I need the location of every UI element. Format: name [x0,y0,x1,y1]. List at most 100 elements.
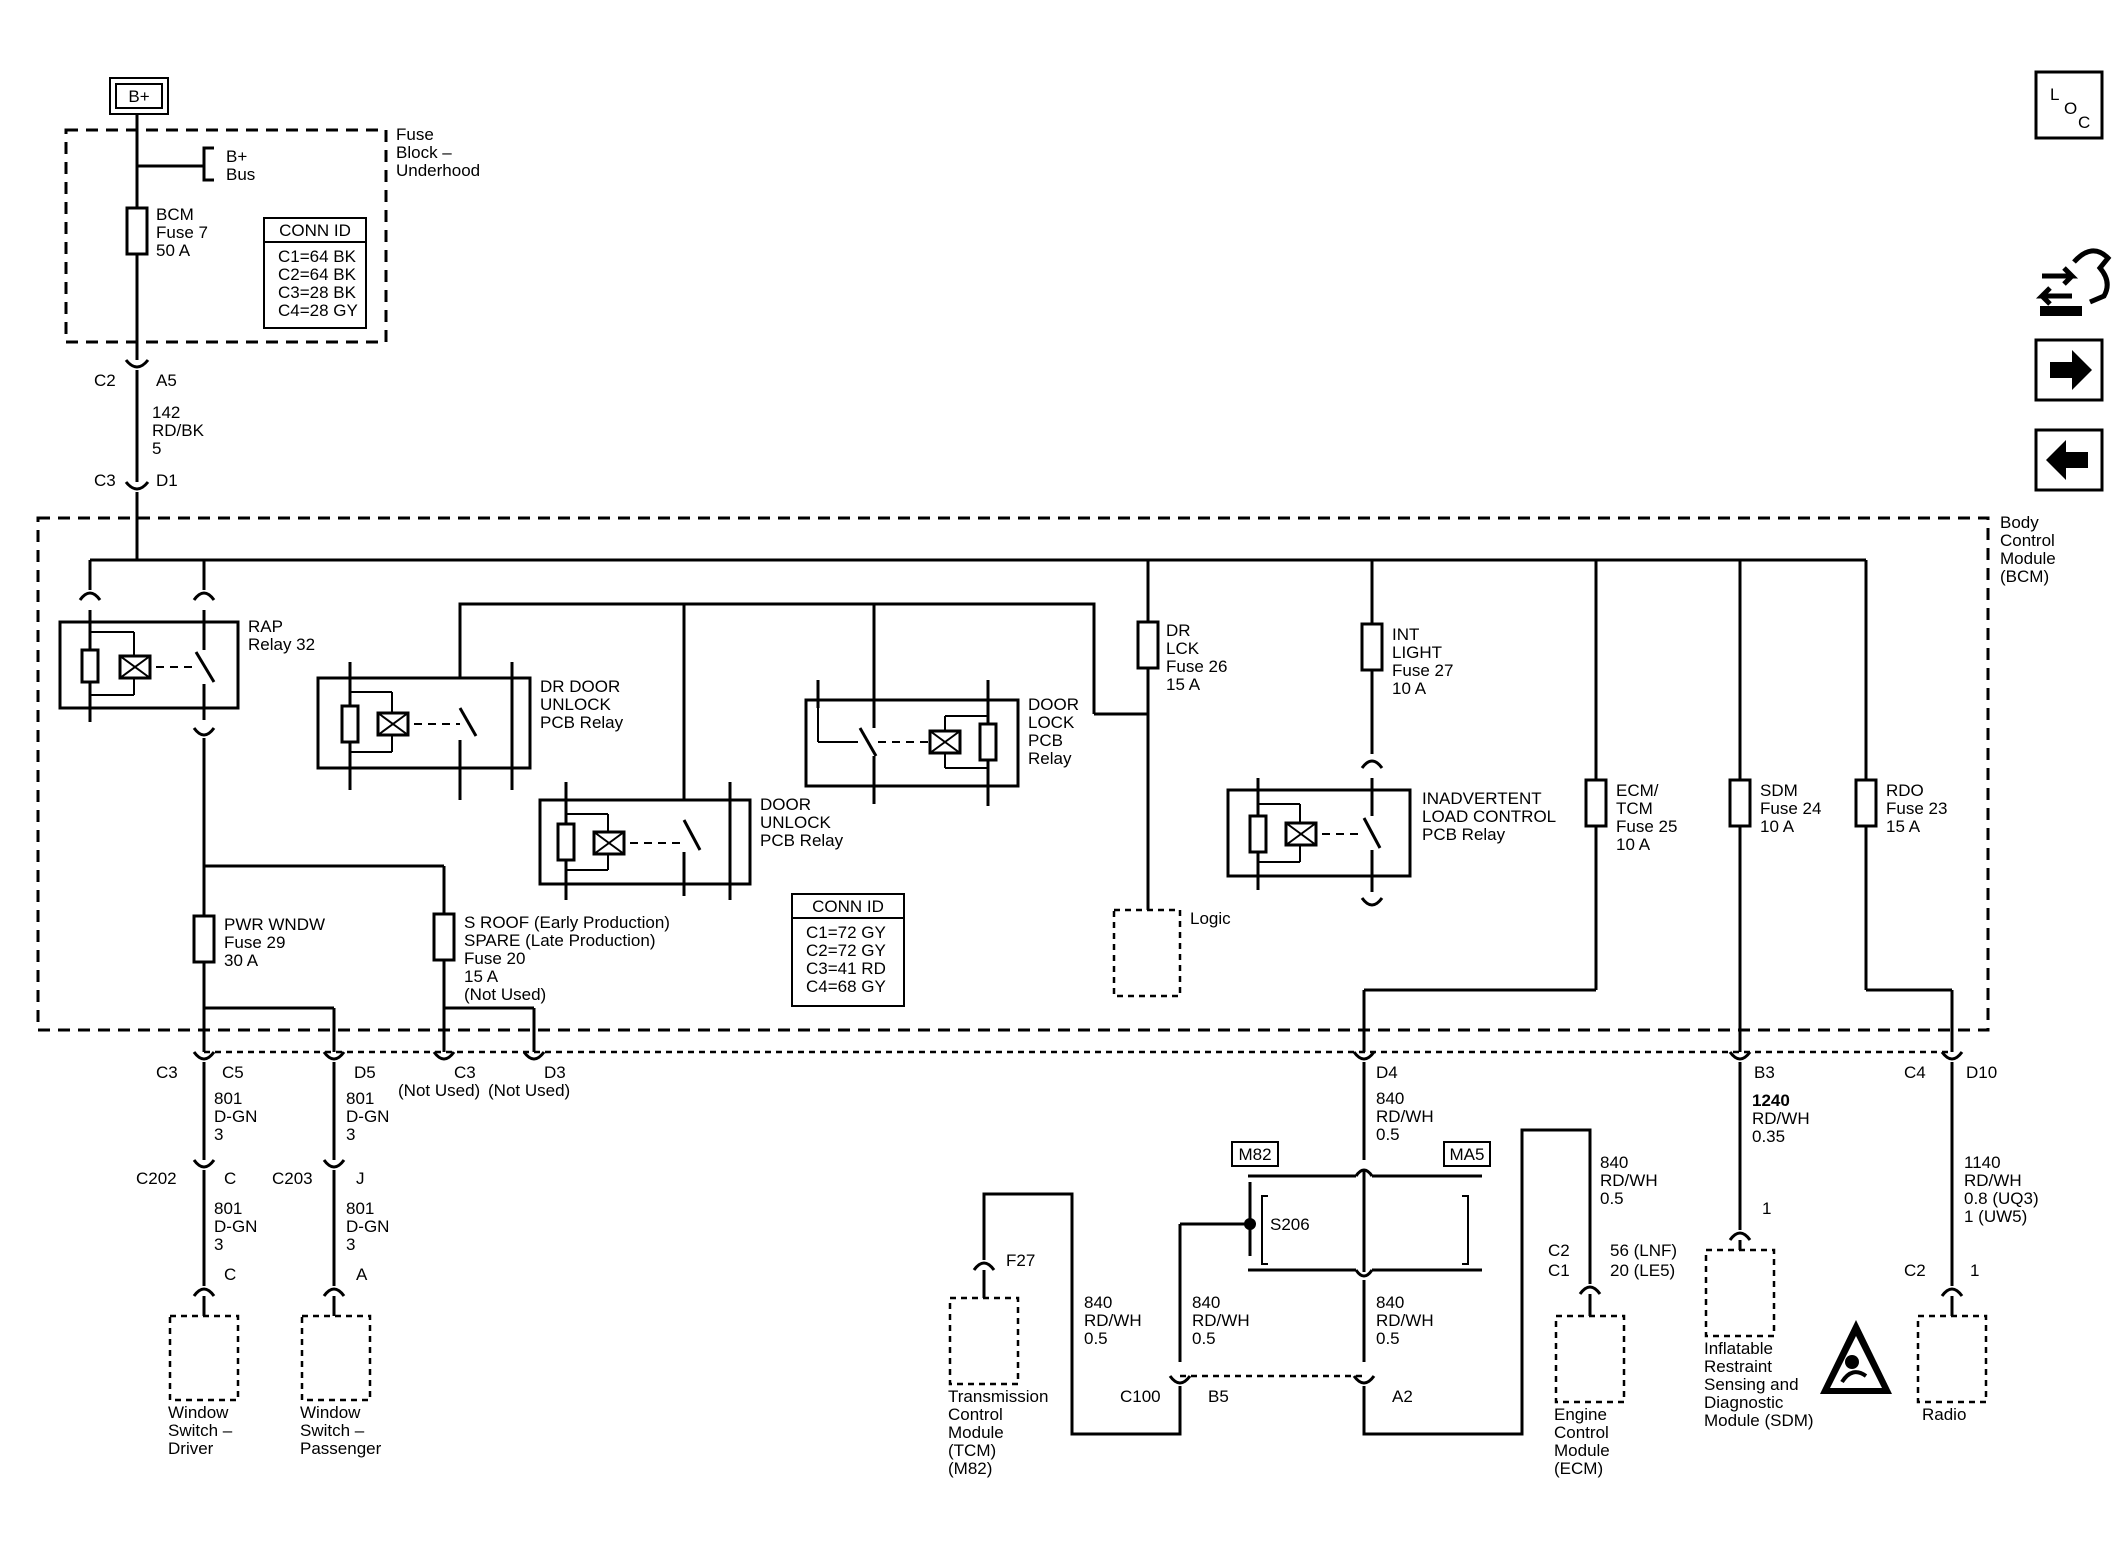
locator-button[interactable]: L O C [2034,70,2104,140]
pwr-wndw-fuse-label: PWR WNDW [224,915,325,934]
window-passenger-label: Switch – [300,1421,365,1440]
pin-d3-unused-label: D3 [544,1063,566,1082]
sdm-label: Restraint [1704,1357,1772,1376]
ecm-pin-lnf: 56 (LNF) [1610,1241,1677,1260]
wire-840-color: RD/WH [1084,1311,1142,1330]
conn-c203: C203 [272,1169,313,1188]
wire-840-color: RD/WH [1600,1171,1658,1190]
wire-1240-color: RD/WH [1752,1109,1810,1128]
next-page-button[interactable] [2034,338,2104,402]
dr-lck-fuse-number: Fuse 26 [1166,657,1227,676]
wire-1240-gauge: 0.35 [1752,1127,1785,1146]
diagnostic-tool-icon[interactable] [2035,248,2112,316]
logic-block: Logic [1112,908,1231,998]
window-passenger-label: Window [300,1403,361,1422]
pwr-wndw-fuse-number: Fuse 29 [224,933,285,952]
ecm-tcm-fuse-number: Fuse 25 [1616,817,1677,836]
window-driver-pin: C [224,1265,236,1284]
pin-c203-j: J [356,1169,365,1188]
wire-801-circuit: 801 [214,1199,242,1218]
pin-a5: A5 [156,371,177,390]
wire-840-color: RD/WH [1376,1107,1434,1126]
dr-door-unlock-pcb-relay: DR DOOR UNLOCK PCB Relay [316,662,624,790]
ecm-tcm-fuse-label: ECM/ [1616,781,1659,800]
wire-801-circuit: 801 [346,1089,374,1108]
bus-label-2: Bus [226,165,255,184]
wire-801-circuit: 801 [214,1089,242,1108]
not-used-c3: (Not Used) [398,1081,480,1100]
s-roof-fuse-rating: 15 A [464,967,499,986]
wire-801-gauge: 3 [346,1235,355,1254]
pwr-wndw-fuse-rating: 30 A [224,951,259,970]
wire-142-gauge: 5 [152,439,161,458]
rdo-fuse-number: Fuse 23 [1886,799,1947,818]
door-lock-label: PCB [1028,731,1063,750]
door-lock-pcb-relay: DOOR LOCK PCB Relay [804,680,1079,806]
window-driver-label: Driver [168,1439,214,1458]
bcm-title-3: Module [2000,549,2056,568]
dr-lck-fuse-label: LCK [1166,639,1200,658]
wire-840-gauge: 0.5 [1084,1329,1108,1348]
loc-letter-l: L [2050,85,2059,104]
s-roof-fuse-not-used: (Not Used) [464,985,546,1004]
wire-801-circuit: 801 [346,1199,374,1218]
conn-c2: C2 [94,371,116,390]
wire-840-circuit: 840 [1192,1293,1220,1312]
wire-840-circuit: 840 [1376,1293,1404,1312]
sdm-circuit: 1240 RD/WH 0.35 1 Inflatable Restraint S… [1704,1062,1892,1430]
connector-c2-a5 [124,359,150,369]
conn-c100: C100 [1120,1387,1161,1406]
window-passenger-pin: A [356,1265,368,1284]
wire-801-gauge: 3 [214,1125,223,1144]
bcm-conn-id-row: C3=41 RD [806,959,886,978]
dr-door-unlock-label: UNLOCK [540,695,612,714]
radio-pin: 1 [1970,1261,1979,1280]
wire-1240-circuit: 1240 [1752,1091,1790,1110]
wire-840-circuit: 840 [1084,1293,1112,1312]
ecm-tcm-fuse-25: ECM/ TCM Fuse 25 10 A [1362,560,1677,1052]
pwr-wndw-fuse-29: PWR WNDW Fuse 29 30 A [192,866,336,1052]
rap-relay-number: Relay 32 [248,635,315,654]
wire-840-color: RD/WH [1192,1311,1250,1330]
bcm-fuse-number: Fuse 7 [156,223,208,242]
wire-1140-circuit: 1140 [1964,1153,2001,1172]
bcm-conn-id-row: C2=72 GY [806,941,886,960]
conn-id-row: C1=64 BK [278,247,357,266]
radio-conn: C2 [1904,1261,1926,1280]
bcm-fuse-rating: 50 A [156,241,191,260]
airbag-warning-icon [1820,1320,1892,1394]
inadvertent-load-control-pcb-relay: INADVERTENT LOAD CONTROL PCB Relay [1226,759,1556,907]
wire-840-gauge: 0.5 [1600,1189,1624,1208]
wire-840-circuit: 840 [1376,1089,1404,1108]
not-used-d3: (Not Used) [488,1081,570,1100]
door-lock-label: DOOR [1028,695,1079,714]
body-control-module: Body Control Module (BCM) [36,513,2056,1032]
dr-lck-fuse-label: DR [1166,621,1191,640]
bcm-conn-id-table: CONN ID C1=72 GY C2=72 GY C3=41 RD C4=68… [791,893,905,1007]
door-unlock-label: UNLOCK [760,813,832,832]
window-driver-label: Switch – [168,1421,233,1440]
fuse-block-title-2: Block – [396,143,452,162]
bcm-title-2: Control [2000,531,2055,550]
dr-door-unlock-label: DR DOOR [540,677,620,696]
s-roof-fuse-label: S ROOF (Early Production) [464,913,670,932]
window-passenger-label: Passenger [300,1439,382,1458]
window-driver-label: Window [168,1403,229,1422]
ecm-label: Control [1554,1423,1609,1442]
fuse-block-title-3: Underhood [396,161,480,180]
ecm-label: Engine [1554,1405,1607,1424]
conn-id-row: C2=64 BK [278,265,357,284]
previous-page-button[interactable] [2034,428,2104,492]
radio-label: Radio [1922,1405,1966,1424]
s-roof-fuse-number: Fuse 20 [464,949,525,968]
fuse-block-underhood: Fuse Block – Underhood B+ Bus BCM Fuse 7… [64,125,480,344]
bcm-fuse-7-symbol [125,206,149,256]
tcm-label: Control [948,1405,1003,1424]
pin-d10-label: D10 [1966,1063,1997,1082]
ecm-pin-le5: 20 (LE5) [1610,1261,1675,1280]
b-plus-label: B+ [128,87,149,106]
ecm-module [1554,1314,1626,1404]
sdm-module [1704,1248,1776,1338]
radio-circuit: 1140 RD/WH 0.8 (UQ3) 1 (UW5) C2 1 Radio [1904,1062,2039,1424]
